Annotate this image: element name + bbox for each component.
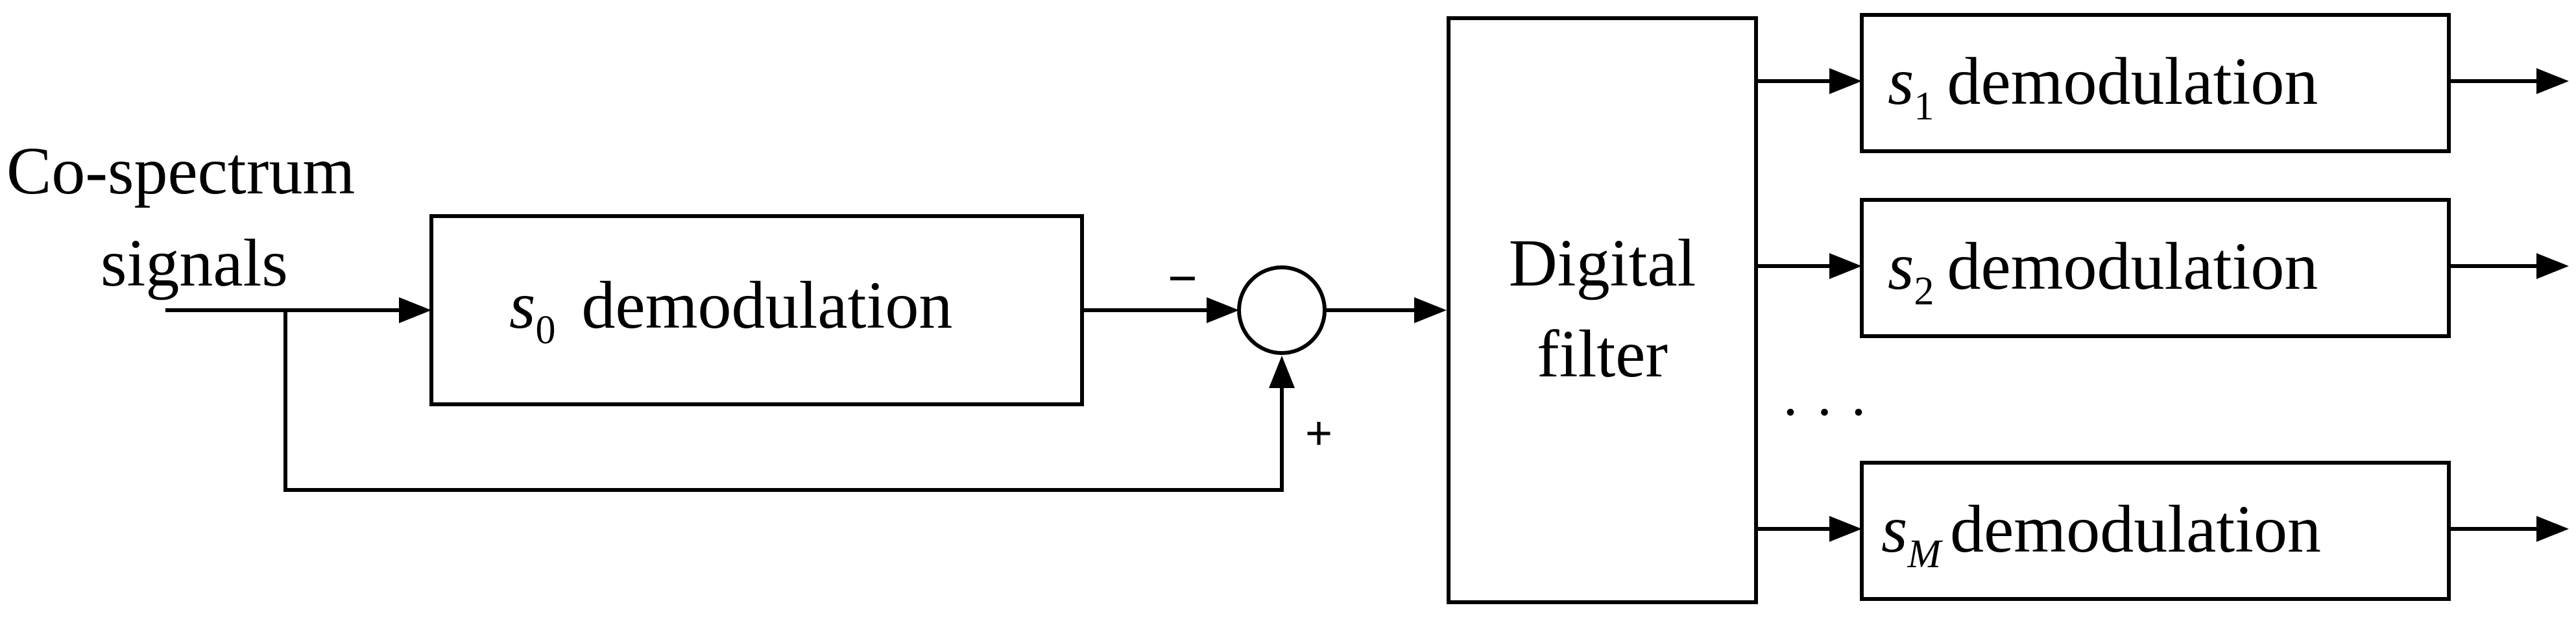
s1-demod-text: demodulation (1947, 44, 2318, 119)
s1-symbol: s (1888, 44, 1914, 119)
s0-subscript: 0 (535, 308, 555, 352)
s1-demodulation-block (1860, 13, 2451, 153)
s2-subscript: 2 (1914, 269, 1934, 313)
s2-demodulation-block (1860, 198, 2451, 338)
input-label-line1: Co-spectrum (6, 134, 355, 208)
s0-demodulation-label: s0 demodulation (509, 268, 952, 352)
minus-arrowhead (1207, 297, 1239, 323)
input-arrowhead (399, 297, 431, 323)
input-label-line2: signals (101, 226, 288, 300)
minus-sign: − (1168, 249, 1198, 306)
ellipsis: · · · (1781, 380, 1868, 445)
sM-output-arrowhead (2536, 516, 2569, 542)
s0-demodulation-block (429, 214, 1084, 406)
s2-demodulation-label: s2 demodulation (1888, 229, 2318, 313)
s0-demod-text: demodulation (581, 268, 952, 343)
plus-arrowhead (1269, 356, 1295, 388)
sM-symbol: s (1881, 492, 1907, 567)
filter-output-arrowhead-3 (1829, 516, 1862, 542)
summing-junction (1237, 265, 1327, 355)
feedforward-line (283, 310, 1284, 492)
filter-arrowhead (1414, 297, 1447, 323)
s2-output-arrowhead (2536, 253, 2569, 279)
s2-symbol: s (1888, 229, 1914, 304)
s2-demod-text: demodulation (1947, 229, 2318, 304)
s0-symbol: s (509, 268, 535, 343)
s1-demodulation-label: s1 demodulation (1888, 44, 2318, 128)
filter-output-arrowhead-2 (1829, 253, 1862, 279)
plus-sign: + (1305, 408, 1332, 459)
s1-subscript: 1 (1914, 84, 1934, 128)
filter-output-arrowhead-1 (1829, 68, 1862, 94)
sM-demod-text: demodulation (1950, 492, 2321, 567)
digital-filter-line2: filter (1537, 317, 1668, 391)
s1-output-arrowhead (2536, 68, 2569, 94)
digital-filter-line1: Digital (1509, 226, 1696, 300)
digital-filter-block (1447, 16, 1758, 604)
sM-subscript: M (1907, 532, 1943, 576)
